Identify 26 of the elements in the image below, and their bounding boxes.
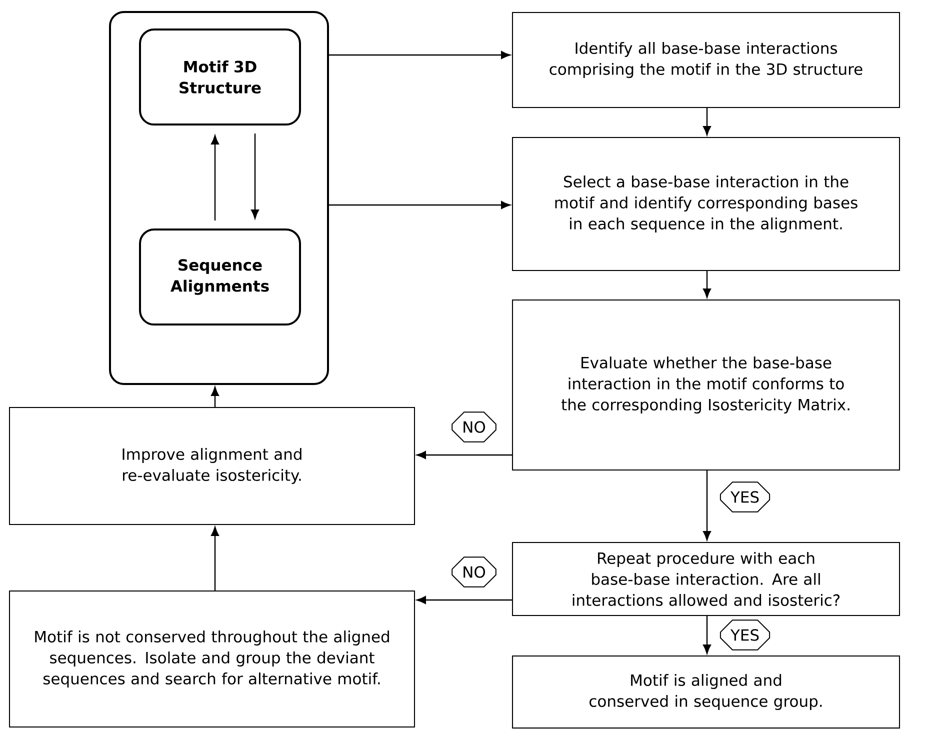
arrow [416,596,512,604]
arrow [251,134,260,219]
process-box: Improve alignment and re-evaluate isostericity. [9,407,415,525]
edge-label: NO [452,556,496,588]
arrow [329,51,510,60]
arrow [211,386,219,407]
arrow [211,135,219,220]
rounded-box: Motif 3D Structure [139,28,301,126]
process-box: Evaluate whether the base-base interaction in the motif conforms to the corresponding Isostericity Matrix. [512,300,900,470]
process-box: Motif is aligned and conserved in sequence group. [512,656,900,728]
process-box: Select a base-base interaction in the motif and identify corresponding bases in each sequence in the alignment. [512,137,900,271]
rounded-box: Sequence Alignments [139,228,301,326]
process-box: Motif is not conserved throughout the aligned sequences. Isolate and group the deviant sequences and search for alternative motif. [9,590,415,728]
arrow [329,201,510,210]
arrow [703,470,712,540]
arrow [416,451,512,460]
arrow [703,616,712,654]
arrow [703,108,712,136]
arrow [703,271,712,298]
process-box: Identify all base-base interactions comprising the motif in the 3D structure [512,12,900,108]
group-box [109,11,329,385]
edge-label: NO [452,412,496,442]
process-box: Repeat procedure with each base-base interaction. Are all interactions allowed and isosteric? [512,542,900,616]
arrow [211,526,219,590]
edge-label: YES [720,620,770,650]
edge-label: YES [720,482,770,512]
